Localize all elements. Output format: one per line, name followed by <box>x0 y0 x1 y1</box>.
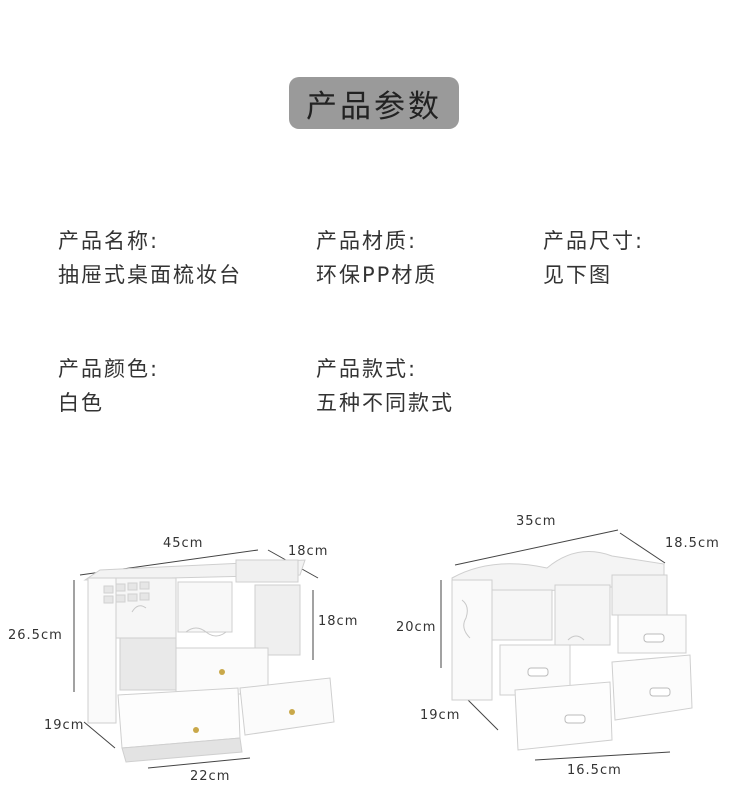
spec-material-value: 环保PP材质 <box>316 263 438 287</box>
spec-color: 产品颜色: 白色 <box>58 352 159 420</box>
right-depth-top-label: 18.5cm <box>665 536 720 551</box>
spec-material-label: 产品材质: <box>316 229 418 253</box>
spec-color-label: 产品颜色: <box>58 357 160 381</box>
left-depth-bottom-label: 19cm <box>44 718 85 733</box>
right-product-image <box>440 529 693 761</box>
right-depth-bottom-label: 19cm <box>420 708 461 723</box>
spec-size: 产品尺寸: 见下图 <box>543 224 644 292</box>
spec-size-value: 见下图 <box>543 263 612 287</box>
left-product-image <box>73 549 335 769</box>
spec-style-label: 产品款式: <box>316 357 418 381</box>
spec-name: 产品名称: 抽屉式桌面梳妆台 <box>58 224 242 292</box>
spec-color-value: 白色 <box>58 391 104 415</box>
left-side-height-label: 18cm <box>318 614 359 629</box>
left-width-label: 45cm <box>163 536 204 551</box>
right-drawer-width-label: 16.5cm <box>567 763 622 778</box>
left-height-label: 26.5cm <box>8 628 63 643</box>
spec-size-label: 产品尺寸: <box>543 229 645 253</box>
spec-material: 产品材质: 环保PP材质 <box>316 224 437 292</box>
right-height-label: 20cm <box>396 620 437 635</box>
spec-name-label: 产品名称: <box>58 229 160 253</box>
right-width-label: 35cm <box>516 514 557 529</box>
left-drawer-width-label: 22cm <box>190 769 231 784</box>
left-depth-top-label: 18cm <box>288 544 329 559</box>
spec-style: 产品款式: 五种不同款式 <box>316 352 454 420</box>
section-title: 产品参数 <box>289 77 459 129</box>
spec-name-value: 抽屉式桌面梳妆台 <box>58 263 242 287</box>
spec-style-value: 五种不同款式 <box>316 391 454 415</box>
